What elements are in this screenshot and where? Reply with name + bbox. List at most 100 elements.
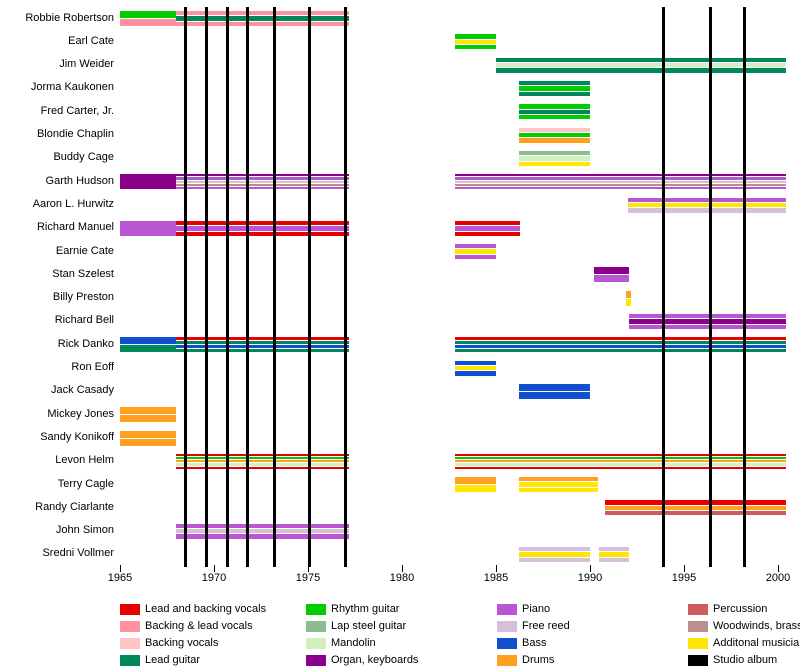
timeline-bar	[120, 11, 177, 27]
legend-swatch-drums	[497, 655, 517, 666]
axis-tick	[684, 565, 685, 572]
legend-swatch-piano	[497, 604, 517, 615]
timeline-bar-stripe	[629, 314, 786, 319]
timeline-bar	[454, 360, 496, 376]
timeline-bar-stripe	[454, 253, 496, 260]
timeline-bar-stripe	[454, 186, 786, 190]
timeline-bar-stripe	[176, 220, 350, 226]
timeline-bar-stripe	[496, 62, 786, 68]
timeline-bar-stripe	[454, 340, 786, 345]
studio-album-line	[344, 7, 348, 567]
timeline-bar-stripe	[454, 484, 496, 493]
timeline-bar-stripe	[518, 486, 598, 493]
axis-tick	[496, 565, 497, 572]
studio-album-line	[661, 7, 665, 567]
timeline-bar-stripe	[454, 182, 786, 187]
timeline-bar-stripe	[176, 174, 350, 177]
timeline-bar	[518, 81, 590, 97]
timeline-bar	[120, 174, 177, 190]
legend-swatch-lead-guitar	[120, 655, 140, 666]
timeline-bar	[176, 174, 350, 190]
axis-tick-label: 2000	[765, 572, 791, 584]
legend-swatch-rhythm-guitar	[306, 604, 326, 615]
timeline-bar-stripe	[176, 459, 350, 463]
member-label: Sandy Konikoff	[40, 430, 114, 443]
timeline-bar-stripe	[176, 11, 350, 16]
timeline-bar	[176, 337, 350, 353]
studio-album-line	[204, 7, 208, 567]
timeline-bar	[599, 547, 630, 563]
studio-album-line	[246, 7, 250, 567]
timeline-bar-stripe	[605, 500, 786, 505]
legend-label-piano: Piano	[522, 603, 551, 615]
timeline-bar-stripe	[120, 414, 177, 423]
timeline-bar-stripe	[518, 108, 590, 114]
timeline-bar-stripe	[518, 137, 590, 143]
timeline-bar-stripe	[176, 348, 350, 353]
member-label: Robbie Robertson	[25, 11, 114, 24]
timeline-bar	[176, 523, 350, 539]
timeline-bar-stripe	[176, 340, 350, 345]
member-label: Randy Ciarlante	[35, 500, 114, 513]
axis-tick-label: 1975	[295, 572, 321, 584]
timeline-bar-stripe	[627, 201, 786, 208]
timeline-bar-stripe	[454, 230, 521, 236]
timeline-bar-stripe	[518, 160, 590, 166]
member-label: Levon Helm	[55, 454, 114, 467]
timeline-bar-stripe	[518, 85, 590, 91]
axis-tick-label: 1995	[671, 572, 697, 584]
timeline-bar-stripe	[518, 481, 598, 487]
timeline-bar-stripe	[120, 437, 177, 446]
timeline-bar-stripe	[627, 197, 786, 202]
member-label: Rick Danko	[57, 337, 114, 350]
timeline-bar-stripe	[518, 547, 590, 552]
axis-tick	[214, 565, 215, 572]
timeline-bar-stripe	[176, 462, 350, 466]
legend-swatch-mandolin	[306, 638, 326, 649]
timeline-bar-stripe	[605, 504, 786, 511]
timeline-bar-stripe	[518, 127, 590, 132]
timeline-bar	[454, 244, 496, 260]
axis-tick	[590, 565, 591, 572]
timeline-bar-stripe	[176, 456, 350, 460]
timeline-bar-stripe	[120, 220, 177, 236]
axis-tick-label: 1980	[389, 572, 415, 584]
timeline-bar-stripe	[454, 244, 496, 249]
axis-tick	[308, 565, 309, 572]
timeline-bar-stripe	[120, 430, 177, 438]
legend-swatch-additional-musician	[688, 638, 708, 649]
timeline-bar-stripe	[454, 459, 786, 463]
timeline-bar-stripe	[496, 67, 786, 73]
timeline-bar	[120, 430, 177, 446]
legend-label-backing-lead-vocals: Backing & lead vocals	[145, 620, 253, 632]
legend-label-percussion: Percussion	[713, 603, 768, 615]
axis-tick-label: 1965	[107, 572, 133, 584]
studio-album-line	[272, 7, 276, 567]
legend-swatch-lap-steel-guitar	[306, 621, 326, 632]
timeline-bar-stripe	[593, 267, 630, 275]
timeline-bar-stripe	[605, 510, 786, 516]
timeline-bar-stripe	[176, 337, 350, 341]
timeline-bar-stripe	[627, 207, 786, 213]
timeline-bar-stripe	[593, 274, 630, 283]
timeline-bar-stripe	[454, 337, 786, 341]
member-label: Aaron L. Hurwitz	[32, 197, 114, 210]
timeline-bar-stripe	[518, 131, 590, 138]
studio-album-line	[742, 7, 746, 567]
timeline-bar	[629, 314, 786, 330]
timeline-bar-stripe	[454, 364, 496, 371]
timeline-bar-stripe	[120, 337, 177, 345]
timeline-bar-stripe	[454, 465, 786, 469]
axis-tick-label: 1990	[577, 572, 603, 584]
axis-tick-label: 1985	[483, 572, 509, 584]
legend-label-additional-musician: Additonal musician	[713, 637, 800, 649]
member-label: Earnie Cate	[55, 244, 114, 257]
timeline-bar-stripe	[176, 182, 350, 187]
member-label: Terry Cagle	[57, 477, 114, 490]
legend-swatch-free-reed	[497, 621, 517, 632]
timeline-bar-stripe	[454, 34, 496, 39]
timeline-bar-stripe	[518, 390, 590, 399]
member-label: Billy Preston	[52, 291, 114, 304]
timeline-bar	[176, 11, 350, 27]
